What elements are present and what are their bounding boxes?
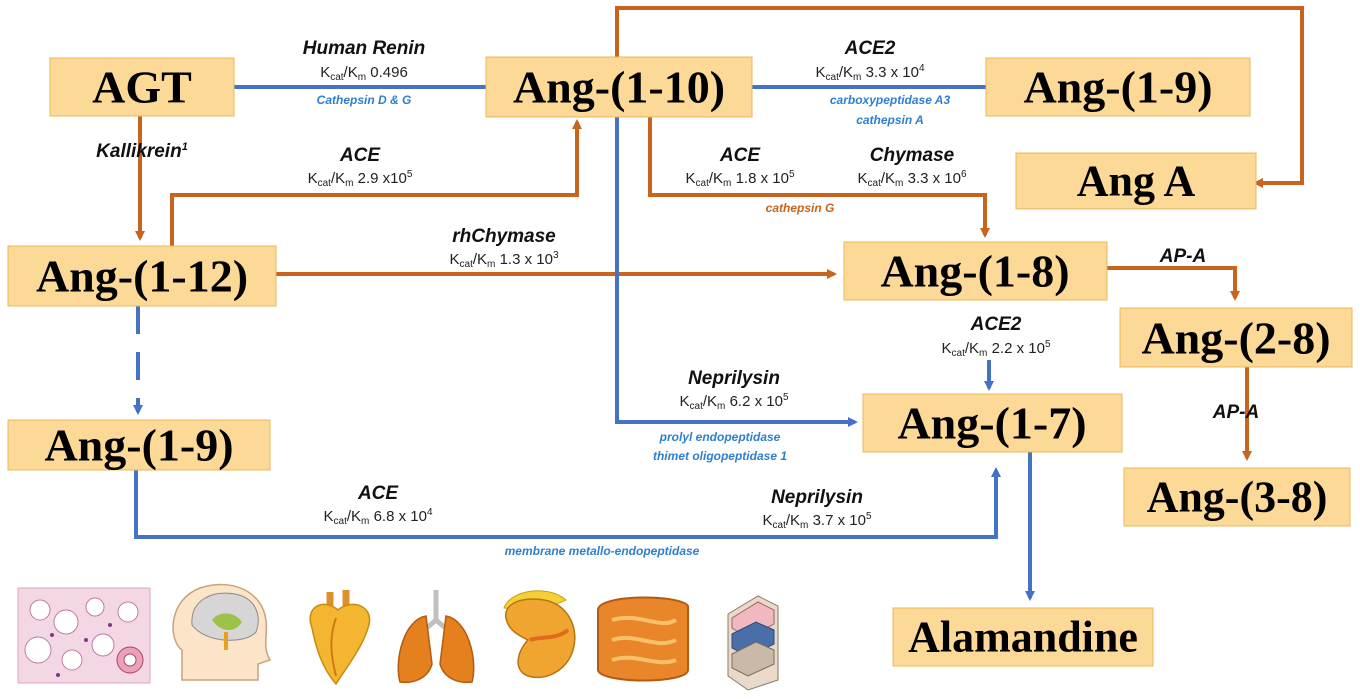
- enzyme-label: Human Renin: [303, 38, 425, 59]
- enzyme-label: Neprilysin: [688, 368, 780, 389]
- arrow-ang-1-10-ang-1-8: [648, 112, 990, 238]
- node-ang-1-8: Ang-(1-8): [843, 241, 1108, 301]
- node-agt: AGT: [49, 57, 235, 117]
- intestine-icon: [597, 596, 689, 682]
- adipose-tissue-icon: [17, 587, 151, 684]
- reaction-ace2-mid: ACE2 Kcat/Km 2.2 x 105: [942, 314, 1051, 359]
- enzyme-label: Chymase: [870, 145, 955, 166]
- alternative-enzyme-label: cathepsin G: [766, 201, 835, 215]
- reaction-chymase: Chymase Kcat/Km 3.3 x 106 cathepsin G: [766, 145, 967, 215]
- enzyme-label: ACE2: [970, 314, 1022, 335]
- reaction-neprilysin-2: Neprilysin Kcat/Km 3.7 x 105 membrane me…: [505, 487, 872, 558]
- alternative-enzyme-label: thimet oligopeptidase 1: [653, 449, 787, 463]
- node-ang-1-7: Ang-(1-7): [862, 393, 1123, 453]
- alternative-enzyme-label: cathepsin A: [856, 113, 924, 127]
- node-label: Alamandine: [908, 613, 1138, 662]
- kcat-km-label: Kcat/Km 2.2 x 105: [942, 339, 1051, 359]
- blood-vessel-icon: [727, 595, 779, 691]
- node-ang-1-9-top: Ang-(1-9): [985, 57, 1251, 117]
- reaction-kallikrein: Kallikrein1: [96, 141, 188, 162]
- brain-icon: [172, 583, 272, 681]
- kcat-km-label: Kcat/Km 1.3 x 103: [450, 250, 559, 270]
- kcat-km-label: Kcat/Km 6.8 x 104: [324, 507, 433, 527]
- alternative-enzyme-label: prolyl endopeptidase: [659, 430, 781, 444]
- reaction-ace-12-10: ACE Kcat/Km 2.9 x105: [308, 145, 413, 189]
- node-label: Ang-(1-8): [880, 246, 1069, 297]
- arrow-ang-1-9-ang-1-7: [134, 467, 1001, 539]
- node-ang-1-12: Ang-(1-12): [7, 245, 277, 307]
- kcat-km-label: Kcat/Km 2.9 x105: [308, 169, 413, 189]
- reaction-ace-9-7: ACE Kcat/Km 6.8 x 104: [324, 483, 433, 527]
- node-ang-a: Ang A: [1015, 152, 1257, 210]
- kcat-km-label: Kcat/Km 0.496: [320, 64, 408, 83]
- node-label: AGT: [92, 62, 192, 113]
- node-label: Ang-(1-7): [897, 398, 1086, 449]
- arrow-ang-1-10-ang-a: [615, 6, 1304, 188]
- enzyme-label: rhChymase: [452, 226, 556, 247]
- reaction-apa-1: AP-A: [1159, 246, 1206, 267]
- node-ang-1-10: Ang-(1-10): [485, 56, 753, 118]
- connectors: [133, 6, 1304, 601]
- lungs-icon: [397, 590, 475, 684]
- reaction-renin: Human Renin Kcat/Km 0.496 Cathepsin D & …: [303, 38, 425, 107]
- node-ang-3-8: Ang-(3-8): [1123, 467, 1351, 527]
- node-label: Ang-(1-10): [513, 62, 725, 113]
- enzyme-label: Kallikrein1: [96, 141, 188, 162]
- kcat-km-label: Kcat/Km 3.3 x 104: [816, 63, 925, 83]
- enzyme-label: ACE: [357, 483, 399, 504]
- heart-icon: [309, 590, 371, 686]
- node-label: Ang-(1-9): [44, 420, 233, 471]
- node-alamandine: Alamandine: [892, 607, 1154, 667]
- kcat-km-label: Kcat/Km 3.3 x 106: [858, 169, 967, 189]
- enzyme-label: AP-A: [1159, 246, 1206, 267]
- alternative-enzyme-label: Cathepsin D & G: [317, 93, 412, 107]
- node-label: Ang A: [1077, 157, 1196, 206]
- enzyme-label: ACE: [339, 145, 381, 166]
- reaction-neprilysin-1: Neprilysin Kcat/Km 6.2 x 105 prolyl endo…: [653, 368, 789, 463]
- node-label: Ang-(2-8): [1141, 313, 1330, 364]
- reaction-rhchymase: rhChymase Kcat/Km 1.3 x 103: [450, 226, 559, 270]
- node-ang-2-8: Ang-(2-8): [1119, 307, 1353, 368]
- enzyme-label: Neprilysin: [771, 487, 863, 508]
- arrow-ang-1-8-ang-2-8: [1107, 266, 1240, 301]
- tissue-icons: [17, 583, 779, 691]
- arrow-ang-1-12-ang-1-10: [170, 119, 582, 246]
- kcat-km-label: Kcat/Km 1.8 x 105: [686, 169, 795, 189]
- kcat-km-label: Kcat/Km 6.2 x 105: [680, 392, 789, 412]
- node-ang-1-9-left: Ang-(1-9): [7, 419, 271, 471]
- alternative-enzyme-label: membrane metallo-endopeptidase: [505, 544, 700, 558]
- enzyme-label: ACE2: [844, 38, 896, 59]
- kcat-km-label: Kcat/Km 3.7 x 105: [763, 511, 872, 531]
- arrow-ang-1-10-ang-1-7: [615, 112, 858, 427]
- kidney-icon: [503, 590, 576, 679]
- alternative-enzyme-label: carboxypeptidase A3: [830, 93, 951, 107]
- node-label: Ang-(1-12): [36, 251, 248, 302]
- reaction-apa-2: AP-A: [1212, 402, 1259, 423]
- reaction-ace-10-8: ACE Kcat/Km 1.8 x 105: [686, 145, 795, 189]
- node-label: Ang-(1-9): [1023, 62, 1212, 113]
- node-label: Ang-(3-8): [1147, 473, 1328, 522]
- enzyme-label: AP-A: [1212, 402, 1259, 423]
- enzyme-label: ACE: [719, 145, 761, 166]
- reaction-ace2-top: ACE2 Kcat/Km 3.3 x 104 carboxypeptidase …: [816, 38, 951, 127]
